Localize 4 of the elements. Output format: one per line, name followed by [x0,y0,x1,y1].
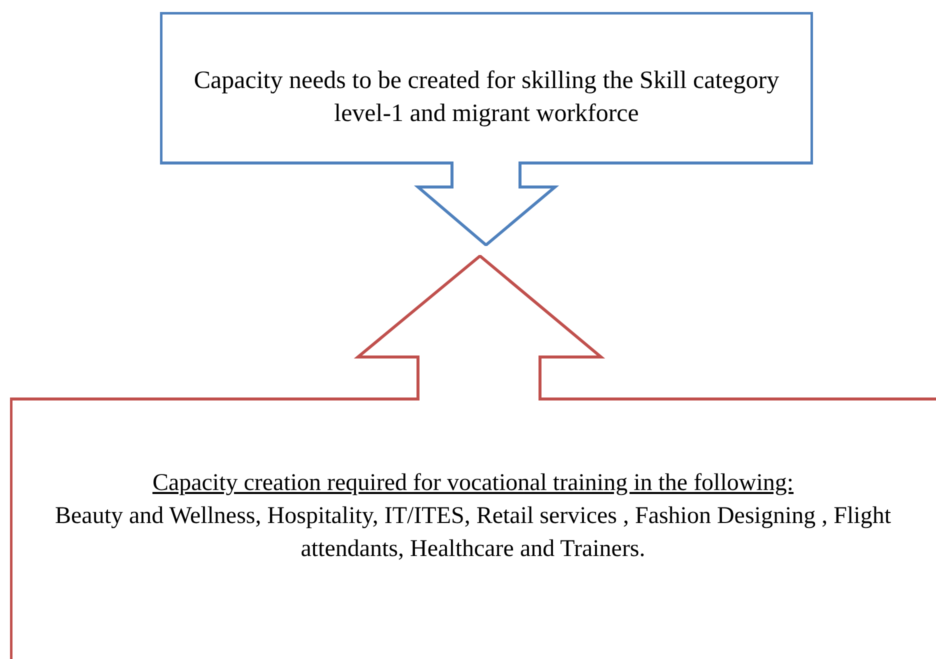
down-arrow-callout-box [160,12,813,246]
box-text: Capacity needs to be created for skilling the Skill category level-1 and migrant workforce [192,66,780,129]
heading-text: Capacity creation required for vocational training in the following: [151,469,795,498]
body-text: Beauty and Wellness, Hospitality, IT/ITES, Retail services , Fashion Designing , Flight attendants, Healthcare and Trainers. [54,502,892,564]
